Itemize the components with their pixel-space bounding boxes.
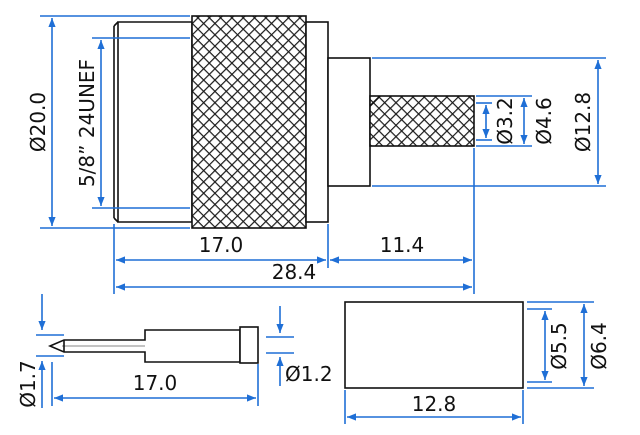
dim-crimp-length-label: 11.4 bbox=[380, 233, 425, 257]
ferrule-outline bbox=[344, 301, 524, 389]
dim-ferrule: Ø5.5 Ø6.4 12.8 bbox=[344, 301, 611, 424]
crimp-sleeve bbox=[369, 95, 475, 147]
dim-body-diameter-label: Ø20.0 bbox=[26, 92, 50, 152]
connector-body bbox=[113, 15, 475, 229]
dim-pin-length-label: 17.0 bbox=[133, 371, 178, 395]
dim-ferrule-outer-label: Ø6.4 bbox=[587, 322, 611, 370]
connector-body-left bbox=[117, 21, 193, 223]
dim-pin-tip-label: Ø1.7 bbox=[16, 360, 40, 408]
back-nut bbox=[327, 57, 371, 187]
dim-thread-label: 5/8” 24UNEF bbox=[75, 59, 99, 187]
pin-head bbox=[239, 326, 259, 364]
dim-sleeve-label: Ø12.8 bbox=[571, 92, 595, 152]
dim-body-diameter: Ø20.0 bbox=[26, 15, 190, 229]
dim-pin: Ø1.7 17.0 Ø1.2 bbox=[16, 294, 333, 408]
dim-ferrule-inner-label: Ø5.5 bbox=[547, 322, 571, 370]
dim-connector-lengths: 17.0 11.4 28.4 bbox=[113, 148, 475, 294]
dim-ferrule-length-label: 12.8 bbox=[412, 392, 457, 416]
dim-pin-b-label: Ø4.6 bbox=[532, 97, 556, 145]
dim-pin-a-label: Ø3.2 bbox=[493, 97, 517, 145]
dim-nut-length-label: 17.0 bbox=[199, 233, 244, 257]
dim-thread: 5/8” 24UNEF bbox=[75, 37, 190, 209]
ferrule bbox=[344, 301, 524, 389]
knurled-nut bbox=[191, 15, 307, 229]
dim-total-length-label: 28.4 bbox=[272, 260, 317, 284]
connector-collar bbox=[305, 21, 329, 223]
dim-pin-shank-label: Ø1.2 bbox=[285, 362, 333, 386]
dim-right-diameters: Ø3.2 Ø4.6 Ø12.8 bbox=[372, 57, 606, 187]
contact-pin bbox=[47, 326, 259, 364]
